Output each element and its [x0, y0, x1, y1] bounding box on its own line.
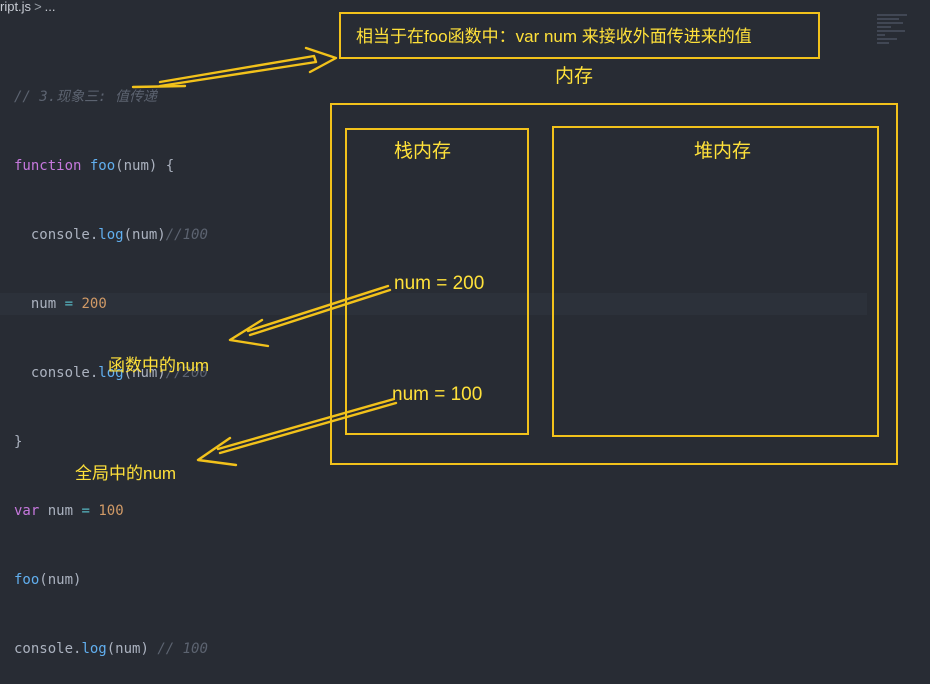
- label-function-num: 函数中的num: [108, 356, 210, 375]
- memory-title: 内存: [555, 66, 594, 87]
- label-global-num: 全局中的num: [75, 464, 177, 483]
- variable: num: [47, 503, 74, 519]
- arrow-to-function-label: [228, 284, 392, 348]
- object: console.: [30, 365, 99, 381]
- args: (num): [106, 641, 149, 657]
- stack-title: 栈内存: [394, 141, 452, 162]
- function-name: foo: [89, 158, 116, 174]
- args: (num): [123, 227, 166, 243]
- breadcrumb[interactable]: ript.js>...: [0, 0, 56, 16]
- keyword: var: [14, 503, 40, 519]
- operator: =: [81, 503, 90, 519]
- code-line-6: }: [14, 431, 208, 454]
- keyword: function: [14, 158, 82, 174]
- comment: //100: [165, 227, 208, 243]
- function-call: foo: [14, 572, 40, 588]
- code-line-4: num = 200: [14, 293, 208, 316]
- code-line-3: console.log(num)//100: [14, 224, 208, 247]
- minimap[interactable]: [877, 14, 927, 134]
- stack-box: [345, 128, 529, 435]
- brace: }: [14, 434, 23, 450]
- args: (num): [123, 365, 166, 381]
- breadcrumb-more[interactable]: ...: [44, 0, 56, 14]
- code-line-2: function foo(num) {: [14, 155, 208, 178]
- breadcrumb-file[interactable]: ript.js: [0, 0, 32, 14]
- args: (num): [39, 572, 82, 588]
- paren: (: [115, 158, 124, 174]
- top-note: 相当于在foo函数中：var num 来接收外面传进来的值: [356, 27, 752, 46]
- comment: // 3.现象三: 值传递: [14, 89, 158, 105]
- code-line-5: console.log(num)//200: [14, 362, 208, 385]
- object: console.: [30, 227, 99, 243]
- code-line-9: console.log(num) // 100: [14, 638, 208, 661]
- heap-title: 堆内存: [694, 141, 752, 162]
- comment: // 100: [157, 641, 208, 657]
- stack-value-top: num = 200: [394, 273, 485, 294]
- annotation-arrows: [131, 46, 398, 467]
- memory-box: [330, 103, 898, 465]
- code-line-8: foo(num): [14, 569, 208, 592]
- parameter-num: num: [123, 158, 149, 174]
- number: 200: [81, 296, 107, 312]
- code-line-1: // 3.现象三: 值传递: [14, 86, 208, 109]
- arrow-to-note: [158, 46, 338, 88]
- note-box: [339, 12, 820, 59]
- current-line-highlight: [0, 293, 867, 315]
- method: log: [81, 641, 107, 657]
- heap-box: [552, 126, 879, 437]
- operator: =: [64, 296, 74, 312]
- number: 100: [98, 503, 124, 519]
- method: log: [98, 227, 124, 243]
- arrow-to-global-label: [196, 397, 398, 467]
- code-line-7: var num = 100: [14, 500, 208, 523]
- stack-value-bottom: num = 100: [392, 384, 483, 405]
- method: log: [98, 365, 124, 381]
- variable: num: [30, 296, 57, 312]
- paren: ) {: [148, 158, 175, 174]
- object: console.: [14, 641, 82, 657]
- comment: //200: [165, 365, 208, 381]
- chevron-right-icon: >: [34, 0, 42, 14]
